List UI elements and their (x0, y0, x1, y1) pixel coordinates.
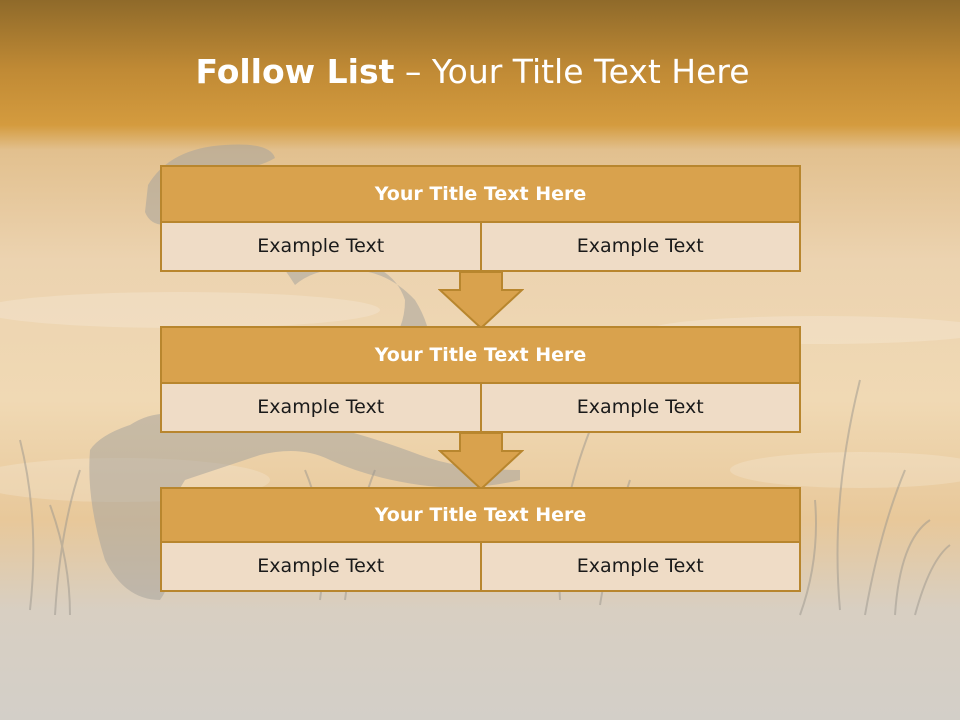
flow-block-right-text: Example Text (479, 384, 799, 431)
slide-title: Follow List – Your Title Text Here (0, 52, 945, 91)
down-arrow-icon (438, 432, 524, 491)
flow-block-right-text: Example Text (479, 543, 799, 590)
flow-block-right-text: Example Text (479, 223, 799, 270)
flow-block-left-text: Example Text (162, 384, 480, 431)
flow-block-heading: Your Title Text Here (160, 326, 801, 384)
flow-block-left-text: Example Text (162, 543, 480, 590)
flow-block-heading: Your Title Text Here (160, 487, 801, 543)
down-arrow-icon (438, 271, 524, 330)
flow-block-row: Example Text Example Text (160, 543, 801, 592)
flow-block-row: Example Text Example Text (160, 384, 801, 433)
flow-block-3: Your Title Text Here Example Text Exampl… (160, 487, 801, 592)
flow-block-left-text: Example Text (162, 223, 480, 270)
slide-title-rest: – Your Title Text Here (394, 52, 750, 91)
flow-block-1: Your Title Text Here Example Text Exampl… (160, 165, 801, 272)
slide-title-bold: Follow List (195, 52, 395, 91)
flow-block-2: Your Title Text Here Example Text Exampl… (160, 326, 801, 433)
flow-block-heading: Your Title Text Here (160, 165, 801, 223)
flow-block-row: Example Text Example Text (160, 223, 801, 272)
